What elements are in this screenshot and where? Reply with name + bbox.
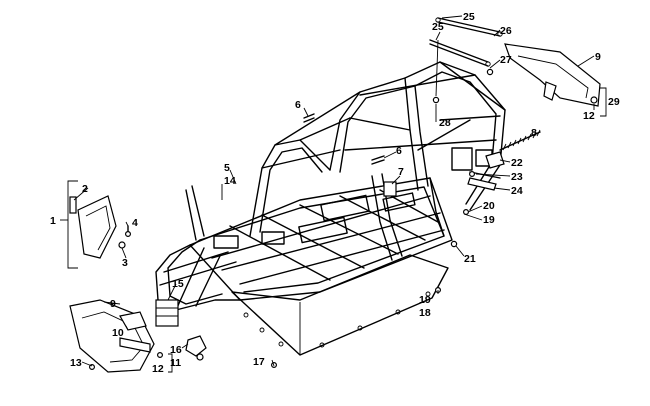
seat-bracket xyxy=(383,181,397,197)
callout-26: 26 xyxy=(500,25,512,37)
front-plate xyxy=(155,299,179,327)
callout-28: 28 xyxy=(439,117,451,129)
callout-14: 14 xyxy=(224,175,236,187)
callout-11: 11 xyxy=(170,357,181,369)
callout-6-left: 6 xyxy=(295,99,301,111)
nut-21 xyxy=(450,240,458,248)
callout-18: 18 xyxy=(419,307,431,319)
callout-17: 17 xyxy=(253,356,265,368)
callout-21: 21 xyxy=(464,253,476,265)
callout-2: 2 xyxy=(82,183,88,195)
small-bracket-6b xyxy=(371,155,385,165)
callout-9-rear: 9 xyxy=(595,51,601,63)
nut-27b xyxy=(486,68,494,76)
callout-24: 24 xyxy=(511,185,523,197)
callout-12-front: 12 xyxy=(152,363,164,375)
callout-3: 3 xyxy=(122,257,128,269)
callout-20: 20 xyxy=(483,200,495,212)
callout-7: 7 xyxy=(398,166,404,178)
callout-4: 4 xyxy=(132,217,138,229)
callout-12-rear: 12 xyxy=(583,110,595,122)
small-bracket-6a xyxy=(303,113,315,123)
main-frame xyxy=(155,61,506,311)
skid-plate xyxy=(231,254,449,356)
nut-27a xyxy=(432,96,440,104)
strap xyxy=(467,177,497,191)
callout-25-top: 25 xyxy=(463,11,475,23)
rear-bumper xyxy=(504,43,601,107)
callout-10: 10 xyxy=(112,327,124,339)
headlight-lens xyxy=(69,195,117,259)
callout-15: 15 xyxy=(172,278,184,290)
callouts: 25 25 26 27 9 29 12 28 8 22 23 24 20 19 … xyxy=(50,11,620,375)
callout-13: 13 xyxy=(70,357,82,369)
callout-19-bottom: 19 xyxy=(419,294,431,306)
callout-27: 27 xyxy=(500,54,512,66)
rear-top-bar xyxy=(435,17,503,37)
callout-22: 22 xyxy=(511,157,523,169)
leader-lines xyxy=(60,15,607,373)
clamp xyxy=(185,335,207,361)
callout-5: 5 xyxy=(224,162,230,174)
callout-16: 16 xyxy=(170,344,182,356)
callout-6-right: 6 xyxy=(396,145,402,157)
callout-9-front: 9 xyxy=(110,298,116,310)
callout-29: 29 xyxy=(608,96,620,108)
callout-19-right: 19 xyxy=(483,214,495,226)
rear-mount-bracket xyxy=(469,151,505,178)
callout-8: 8 xyxy=(531,127,537,139)
callout-25-mid: 25 xyxy=(432,21,444,33)
fasteners-left xyxy=(118,225,131,249)
callout-23: 23 xyxy=(511,171,523,183)
callout-1: 1 xyxy=(50,215,56,227)
washer-11 xyxy=(157,352,164,359)
rear-cross-bar xyxy=(429,39,491,67)
front-bracket xyxy=(119,311,147,331)
